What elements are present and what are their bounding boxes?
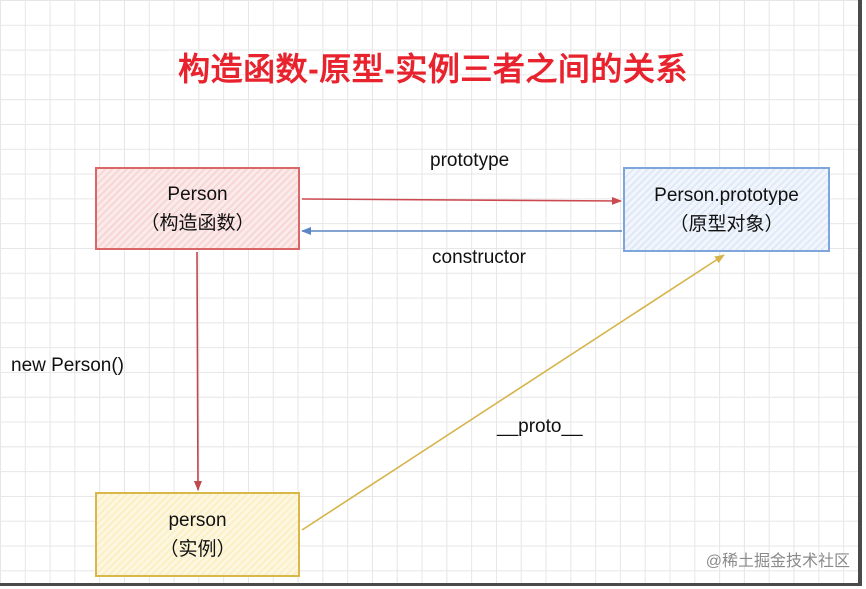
instance-node-name: person [168,509,227,531]
prototype-node-name: Person.prototype [654,184,799,206]
constructor-node: Person （构造函数） [95,167,300,250]
prototype-node-role: （原型对象） [669,213,784,235]
instance-node-role: （实例） [159,538,236,560]
prototype-node: Person.prototype （原型对象） [623,167,830,252]
proto-arrow [301,254,725,531]
prototype-edge-label: prototype [430,150,510,171]
constructor-node-role: （构造函数） [140,212,255,234]
constructor-node-name: Person [167,183,228,205]
constructor-edge-label: constructor [432,247,526,268]
watermark: @稀土掘金技术社区 [705,553,850,570]
new-instance-arrow [193,251,202,491]
prototype-arrow [301,196,622,205]
proto-edge-label: __proto__ [497,416,583,437]
diagram-title: 构造函数-原型-实例三者之间的关系 [178,51,688,87]
instance-node: person （实例） [95,492,300,577]
new-edge-label: new Person() [11,355,124,376]
